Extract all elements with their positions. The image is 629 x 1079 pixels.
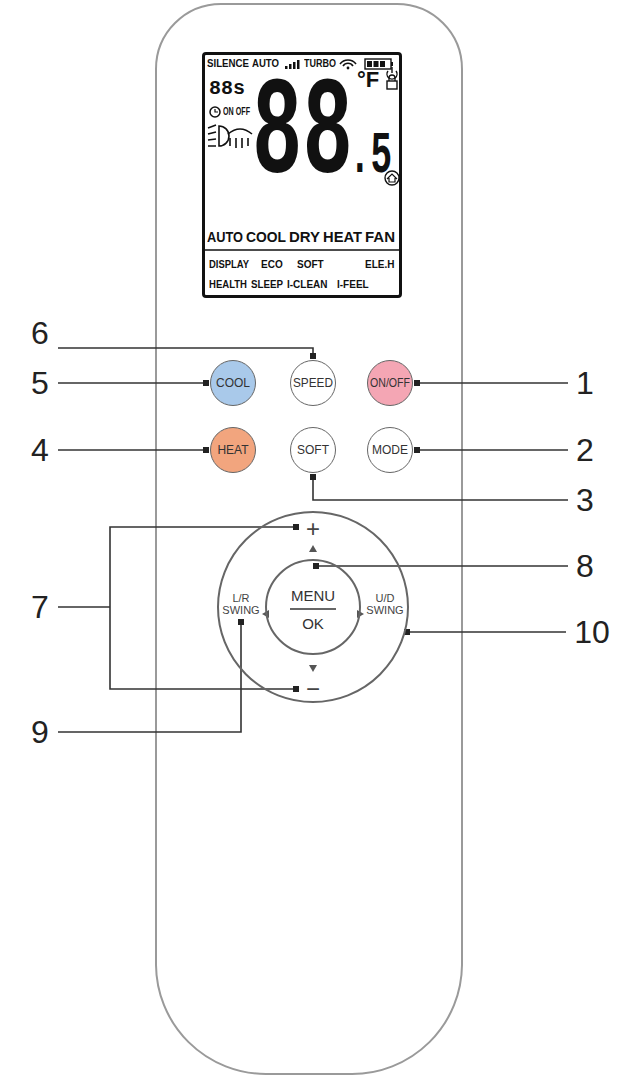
fan-icon xyxy=(208,125,229,146)
swing-icon xyxy=(228,129,252,148)
callout-number: 8 xyxy=(576,550,594,582)
leader-end xyxy=(293,524,299,530)
lcd-text: I-CLEAN xyxy=(287,280,328,290)
heat-button: HEAT xyxy=(210,427,256,473)
lcd-icons xyxy=(205,59,399,250)
leader-line xyxy=(58,606,110,608)
swing-label: L/R SWING xyxy=(222,593,260,616)
lcd-text: HEALTH xyxy=(209,280,247,290)
callout-number: 4 xyxy=(31,434,49,466)
leader-end xyxy=(414,380,420,386)
bracket xyxy=(110,527,296,689)
lcd-text: AUTO xyxy=(207,229,243,244)
lcd-text: SOFT xyxy=(297,260,324,270)
cool-button: COOL xyxy=(210,360,256,406)
lcd-text: °F xyxy=(357,69,379,91)
leader-line xyxy=(417,449,568,451)
lcd-text: COOL xyxy=(246,229,286,244)
lcd-text: ON OFF xyxy=(223,107,250,117)
lcd-text: 88 xyxy=(252,65,353,205)
lcd-text: I-FEEL xyxy=(337,280,369,290)
button-label: SPEED xyxy=(293,377,333,389)
lcd-text: DISPLAY xyxy=(209,260,249,270)
lcd-text: ELE.H xyxy=(365,260,394,270)
button-label: COOL xyxy=(216,377,250,389)
battery-tip xyxy=(391,62,393,66)
minus-sign: − xyxy=(306,677,320,701)
leader-ends xyxy=(203,353,420,692)
callout-number: 7 xyxy=(31,591,49,623)
clock-icon xyxy=(210,107,220,117)
lcd-screen: SILENCEAUTOTURBO88sON OFF88°F.5AUTOCOOLD… xyxy=(202,52,402,298)
ok-label: OK xyxy=(302,616,324,631)
remote-body xyxy=(156,4,462,1074)
callout-number: 10 xyxy=(574,616,610,648)
menu-ok-button: MENU OK xyxy=(265,559,361,655)
callout-number: 2 xyxy=(576,434,594,466)
lcd-text: ECO xyxy=(261,260,283,270)
leader-end xyxy=(238,619,244,625)
leader-lines xyxy=(58,348,568,732)
lock-shackle xyxy=(389,75,395,81)
leader-line xyxy=(407,631,566,633)
mode-button: MODE xyxy=(367,427,413,473)
callout-number: 9 xyxy=(31,716,49,748)
battery-icon xyxy=(365,59,391,69)
leader-end xyxy=(310,474,316,480)
up-arrow xyxy=(309,545,317,552)
lcd-text: HEAT xyxy=(323,229,362,244)
leader-line xyxy=(417,382,568,384)
dpad-arrows xyxy=(262,545,364,672)
lcd-text: 88s xyxy=(209,79,245,99)
direction-ring: MENU OK + L/R SWING U/D SWING − xyxy=(217,511,409,703)
lcd-text: SILENCE xyxy=(207,58,249,69)
leader-end xyxy=(293,686,299,692)
lcd-text: DRY xyxy=(289,229,320,244)
menu-divider xyxy=(290,608,336,610)
menu-label: MENU xyxy=(291,588,335,603)
callout-number: 6 xyxy=(31,317,49,349)
leader-line xyxy=(58,622,241,732)
power-button: ON/OFF xyxy=(367,360,413,406)
button-label: MODE xyxy=(372,444,408,456)
leader-end xyxy=(310,353,316,359)
lock-icon xyxy=(387,81,397,89)
battery-cell xyxy=(374,61,379,67)
button-label: SOFT xyxy=(297,444,329,456)
lcd-text: .5 xyxy=(349,126,392,186)
lcd-text: SLEEP xyxy=(251,280,283,290)
down-arrow xyxy=(309,665,317,672)
lcd-text: FAN xyxy=(365,229,395,244)
swing-label: U/D SWING xyxy=(366,593,404,616)
callout-number: 1 xyxy=(576,367,594,399)
button-label: HEAT xyxy=(217,444,248,456)
callout-number: 5 xyxy=(31,367,49,399)
lcd-rule xyxy=(205,249,399,251)
button-label: ON/OFF xyxy=(370,377,410,389)
leader-end xyxy=(404,629,410,635)
battery-cell xyxy=(367,61,372,67)
battery-cell xyxy=(380,61,385,67)
leader-line xyxy=(58,449,206,451)
leader-end xyxy=(203,380,209,386)
leader-line xyxy=(58,382,206,384)
callout-number: 3 xyxy=(576,484,594,516)
leader-end xyxy=(203,447,209,453)
leader-line xyxy=(58,348,313,356)
speed-button: SPEED xyxy=(290,360,336,406)
clock-hands xyxy=(215,109,218,112)
leader-line xyxy=(313,477,568,500)
leader-end xyxy=(313,563,319,569)
leader-line xyxy=(316,565,568,567)
leader-end xyxy=(414,447,420,453)
plus-sign: + xyxy=(306,517,320,541)
soft-button: SOFT xyxy=(290,427,336,473)
